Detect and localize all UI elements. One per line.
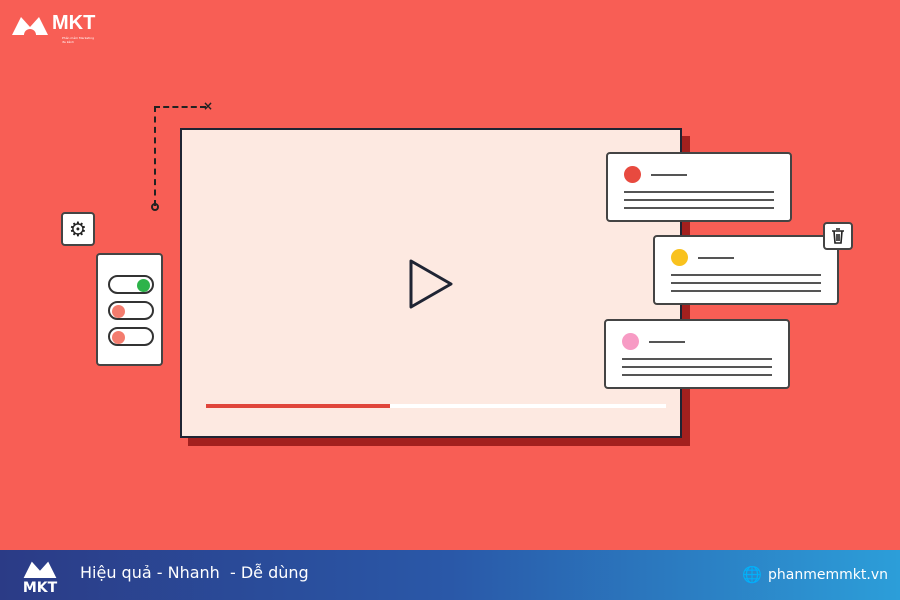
- avatar-dot: [622, 333, 639, 350]
- brand-name: MKT: [52, 12, 96, 34]
- brand-tagline: Phần mềm Marketing đa kênh: [62, 36, 94, 44]
- globe-icon: 🌐: [742, 565, 763, 584]
- footer-slogan: Hiệu quả - Nhanh - Dễ dùng: [80, 563, 309, 582]
- trash-icon: [832, 228, 844, 244]
- comment-card-2[interactable]: [653, 235, 839, 305]
- anchor-point-icon: [151, 203, 159, 211]
- toggle-knob: [137, 279, 150, 292]
- toggle-knob: [112, 331, 125, 344]
- settings-button[interactable]: ⚙: [61, 212, 95, 246]
- dashed-connector: [154, 106, 206, 206]
- toggle-1[interactable]: [108, 275, 154, 294]
- avatar-dot: [671, 249, 688, 266]
- website-link[interactable]: 🌐 phanmemmkt.vn: [742, 565, 888, 584]
- website-text[interactable]: phanmemmkt.vn: [768, 566, 888, 583]
- comment-card-3[interactable]: [604, 319, 790, 389]
- toggle-2[interactable]: [108, 301, 154, 320]
- close-icon[interactable]: ×: [203, 99, 214, 113]
- toggle-knob: [112, 305, 125, 318]
- play-icon[interactable]: [408, 258, 454, 310]
- gear-icon: ⚙: [69, 217, 87, 241]
- footer-logo: MKT: [20, 558, 60, 595]
- mountain-logo-icon: [12, 16, 48, 35]
- mountain-logo-icon: [23, 561, 57, 578]
- brand-logo: MKT Phần mềm Marketing đa kênh: [12, 12, 96, 44]
- toggle-panel: [96, 253, 163, 366]
- footer-logo-text: MKT: [22, 580, 58, 596]
- delete-button[interactable]: [823, 222, 853, 250]
- comment-card-1[interactable]: [606, 152, 792, 222]
- avatar-dot: [624, 166, 641, 183]
- progress-bar[interactable]: [206, 404, 666, 408]
- video-player[interactable]: [180, 128, 682, 438]
- progress-fill: [206, 404, 390, 408]
- footer-banner: MKT Hiệu quả - Nhanh - Dễ dùng 🌐 phanmem…: [0, 550, 900, 600]
- toggle-3[interactable]: [108, 327, 154, 346]
